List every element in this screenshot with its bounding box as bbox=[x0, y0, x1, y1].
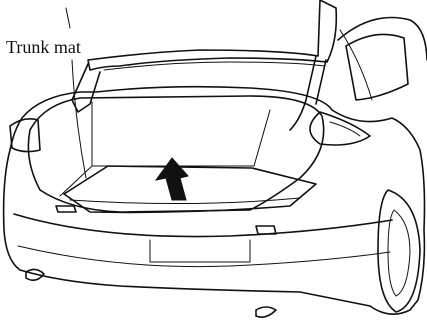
trunk-mat bbox=[64, 166, 316, 212]
trunk-mat-label: Trunk mat bbox=[6, 38, 81, 56]
rear-wheel-inner bbox=[388, 210, 410, 296]
left-hinge-arm bbox=[72, 64, 100, 112]
lift-arrow-icon bbox=[156, 158, 188, 200]
tail-light bbox=[310, 112, 370, 145]
rear-bumper bbox=[14, 214, 392, 237]
tail-light-detail bbox=[330, 122, 360, 136]
rear-window bbox=[338, 18, 427, 101]
car-body-outline bbox=[4, 87, 425, 315]
license-plate-recess bbox=[150, 240, 250, 262]
mat-tab-left bbox=[56, 206, 76, 212]
bumper-lower-line bbox=[18, 246, 390, 267]
trunk-lid bbox=[88, 0, 336, 70]
right-exhaust bbox=[256, 307, 276, 317]
trunk-back-wall bbox=[60, 102, 270, 196]
